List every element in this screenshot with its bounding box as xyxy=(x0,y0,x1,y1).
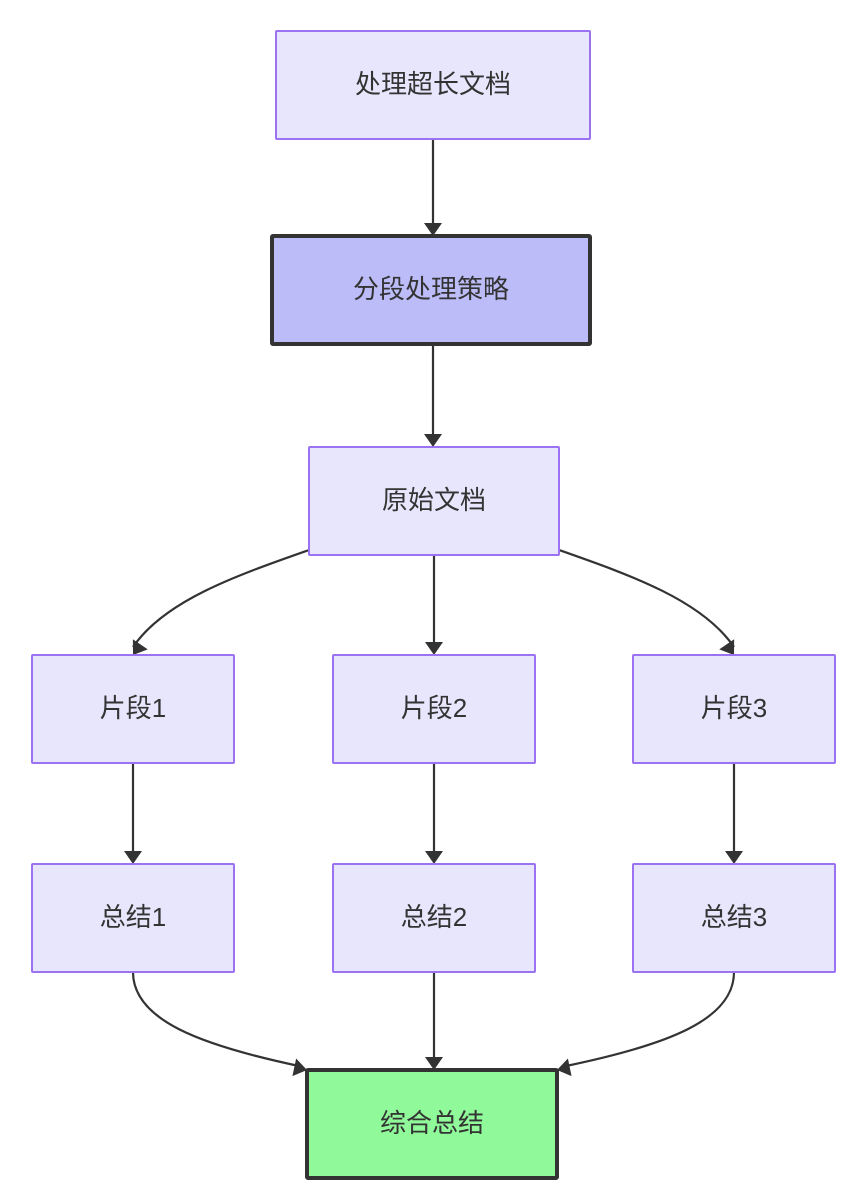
node-box[interactable] xyxy=(332,654,536,764)
arrow-head-icon xyxy=(424,223,442,236)
edge-n3-to-n4 xyxy=(132,548,310,655)
node-n5[interactable]: 片段2 xyxy=(332,654,536,764)
node-n1[interactable]: 处理超长文档 xyxy=(275,30,591,140)
edge-n8-to-n10 xyxy=(425,972,443,1070)
node-box[interactable] xyxy=(305,1068,559,1180)
edge-n7-to-n10 xyxy=(131,971,307,1077)
edge-line xyxy=(132,548,310,648)
arrow-head-icon xyxy=(725,851,743,864)
edge-line xyxy=(131,971,300,1068)
node-n9[interactable]: 总结3 xyxy=(632,863,836,973)
edge-n6-to-n9 xyxy=(725,763,743,864)
node-n2[interactable]: 分段处理策略 xyxy=(270,234,592,346)
node-box[interactable] xyxy=(632,654,836,764)
edge-n5-to-n8 xyxy=(425,763,443,864)
edge-n3-to-n6 xyxy=(558,548,735,655)
arrow-head-icon xyxy=(132,639,148,655)
node-box[interactable] xyxy=(632,863,836,973)
arrow-head-icon xyxy=(425,851,443,864)
node-n10[interactable]: 综合总结 xyxy=(305,1068,559,1180)
edge-n2-to-n3 xyxy=(424,344,442,447)
node-box[interactable] xyxy=(332,863,536,973)
node-n4[interactable]: 片段1 xyxy=(31,654,235,764)
arrow-head-icon xyxy=(425,642,443,655)
edge-line xyxy=(558,548,735,648)
node-n3[interactable]: 原始文档 xyxy=(308,446,560,556)
arrow-head-icon xyxy=(719,639,735,655)
edge-n4-to-n7 xyxy=(124,763,142,864)
node-box[interactable] xyxy=(275,30,591,140)
arrow-head-icon xyxy=(425,1057,443,1070)
edge-n3-to-n5 xyxy=(425,555,443,655)
arrow-head-icon xyxy=(292,1058,307,1077)
arrow-head-icon xyxy=(557,1058,572,1077)
node-box[interactable] xyxy=(31,654,235,764)
edge-line xyxy=(565,971,736,1068)
edge-n9-to-n10 xyxy=(557,971,736,1077)
arrow-head-icon xyxy=(424,434,442,447)
node-box[interactable] xyxy=(270,234,592,346)
edges-layer xyxy=(124,139,743,1077)
edge-n1-to-n2 xyxy=(424,139,442,236)
node-n6[interactable]: 片段3 xyxy=(632,654,836,764)
node-box[interactable] xyxy=(308,446,560,556)
node-n8[interactable]: 总结2 xyxy=(332,863,536,973)
node-box[interactable] xyxy=(31,863,235,973)
arrow-head-icon xyxy=(124,851,142,864)
node-n7[interactable]: 总结1 xyxy=(31,863,235,973)
